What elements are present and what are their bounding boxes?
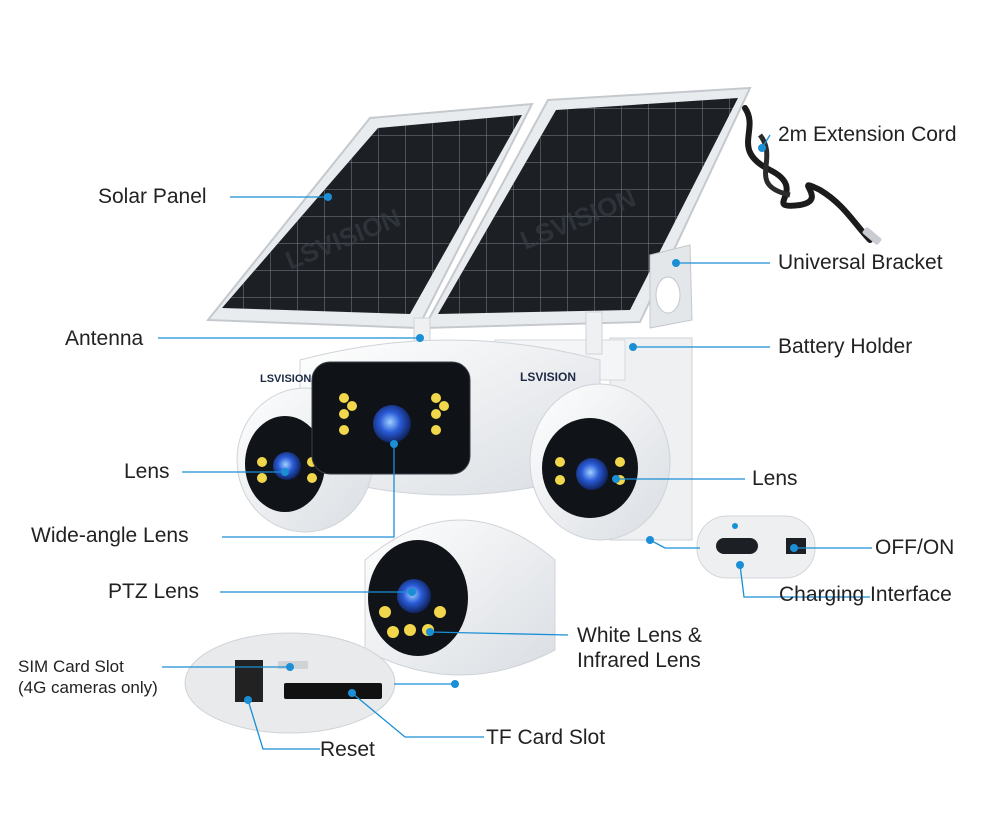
label-sim-card-slot: SIM Card Slot (18, 657, 124, 676)
label-solar-panel: Solar Panel (98, 185, 207, 208)
label-ptz-lens: PTZ Lens (108, 580, 200, 603)
label-extension-cord: 2m Extension Cord (778, 123, 957, 146)
label-charging-interface: Charging Interface (779, 583, 952, 606)
charging-inset (696, 515, 816, 579)
label-infrared-lens: Infrared Lens (577, 649, 701, 672)
label-white-lens: White Lens & (577, 624, 702, 647)
solar-panel: LSVISION LSVISION (205, 86, 752, 330)
label-lens-left: Lens (124, 460, 170, 483)
label-off-on: OFF/ON (875, 536, 955, 559)
label-battery-holder: Battery Holder (778, 335, 913, 358)
logo-left: LSVISION (260, 373, 311, 385)
universal-bracket (649, 244, 693, 329)
label-wide-angle-lens: Wide-angle Lens (31, 524, 189, 547)
leader-dots (244, 144, 798, 704)
label-reset: Reset (320, 738, 375, 761)
label-tf-card-slot: TF Card Slot (486, 726, 606, 749)
ptz-camera (364, 519, 556, 676)
leader-lines (158, 134, 872, 750)
label-sim-4g-note: (4G cameras only) (18, 678, 158, 697)
label-lens-right: Lens (752, 467, 798, 490)
label-antenna: Antenna (65, 327, 144, 350)
card-slot-inset (184, 632, 396, 734)
wide-angle-camera (311, 361, 471, 475)
label-universal-bracket: Universal Bracket (778, 251, 943, 274)
right-camera (529, 383, 671, 541)
logo-center: LSVISION (520, 370, 576, 384)
